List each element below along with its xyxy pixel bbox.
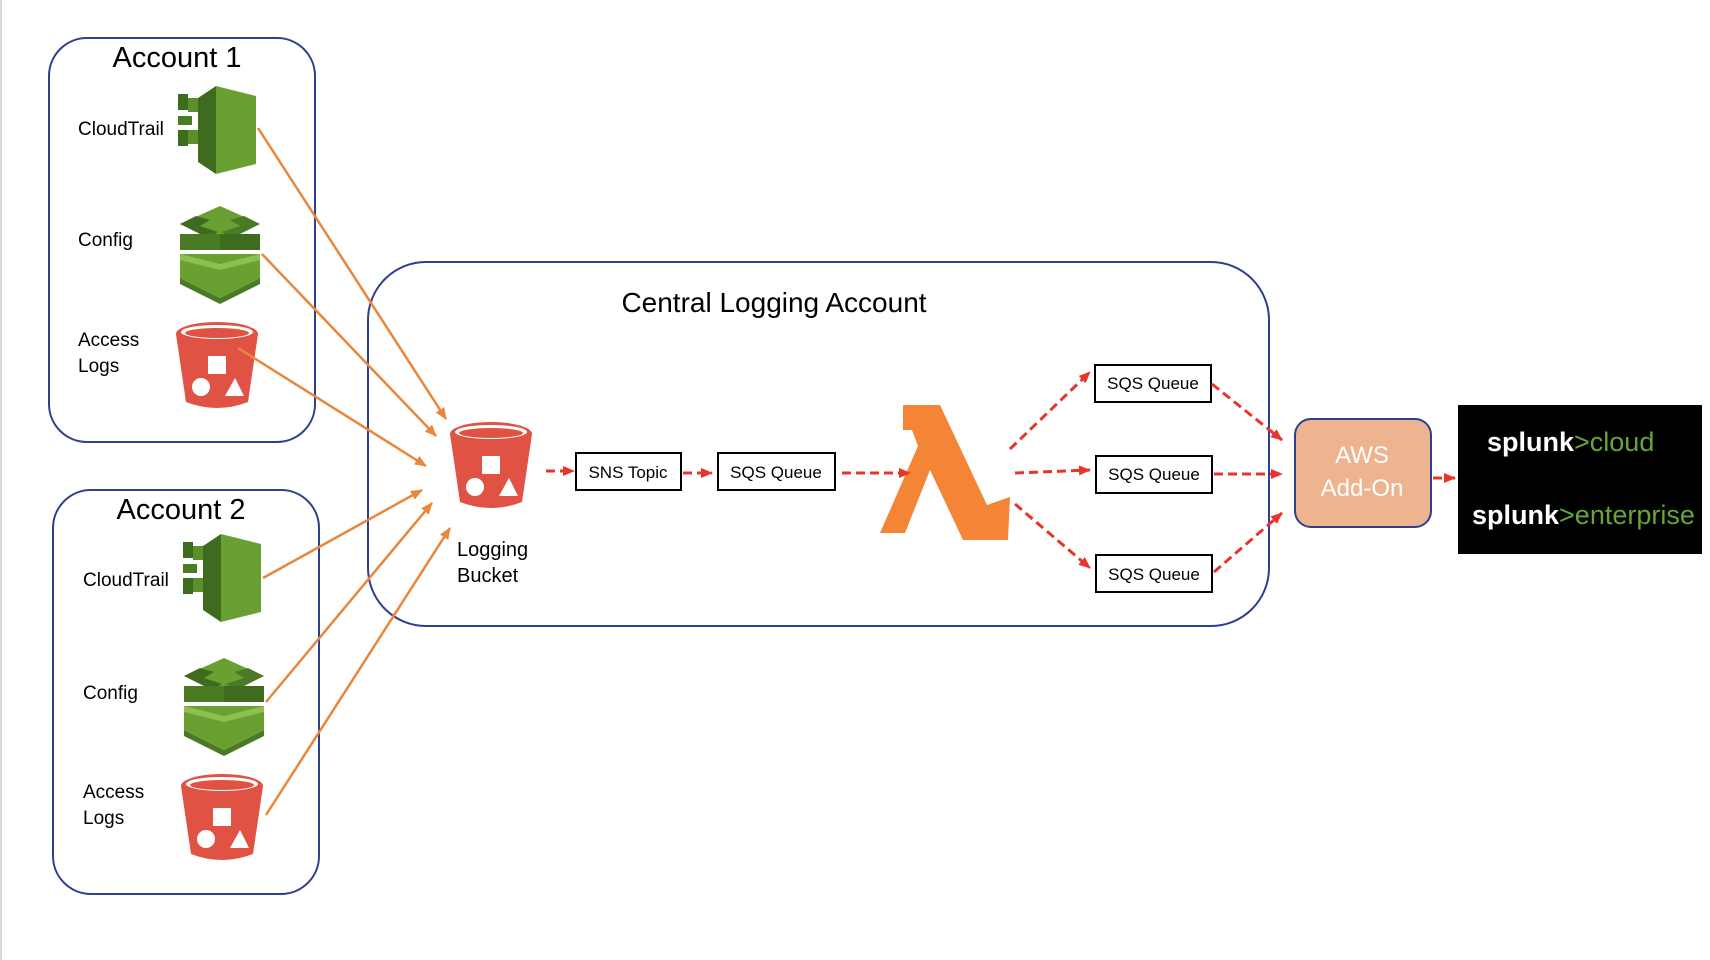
arrow-lambda-to-queue-1 bbox=[1008, 370, 1092, 451]
arrow-a2-cloudtrail-to-bucket bbox=[262, 488, 423, 580]
sns-topic-label: SNS Topic bbox=[588, 463, 668, 482]
splunk-logo-panel bbox=[1458, 405, 1702, 554]
aws-addon-label-line2: Add-On bbox=[1321, 475, 1404, 502]
arrow-a1-logs-to-bucket bbox=[237, 346, 427, 468]
arrow-queue-3-to-addon bbox=[1213, 511, 1283, 574]
account-2-title: Account 2 bbox=[117, 494, 246, 526]
splunk-cloud-logo: splunk>cloud bbox=[1487, 427, 1654, 457]
config-icon bbox=[184, 658, 264, 756]
fanout-queue-2-label: SQS Queue bbox=[1108, 465, 1200, 484]
splunk-enterprise-logo: splunk>enterprise bbox=[1472, 500, 1695, 530]
arrow-lambda-to-queue-2 bbox=[1014, 465, 1091, 476]
central-account-title: Central Logging Account bbox=[621, 287, 926, 318]
account-2-cloudtrail-label: CloudTrail bbox=[83, 570, 169, 591]
account-2-box bbox=[52, 489, 320, 895]
account-2-access-logs-label-line1: Access bbox=[83, 782, 144, 803]
fanout-queue-2-box bbox=[1095, 455, 1213, 494]
cloudtrail-icon bbox=[183, 534, 261, 622]
s3-bucket-icon bbox=[181, 774, 263, 860]
page-edge bbox=[0, 0, 2, 960]
account-1-access-logs-label-line2: Logs bbox=[78, 356, 119, 377]
config-icon bbox=[180, 206, 260, 304]
account-2-group: Account 2 CloudTrail Config Access Logs bbox=[52, 489, 320, 895]
central-account-box bbox=[367, 261, 1270, 627]
arrow-queue-1-to-addon bbox=[1211, 382, 1283, 442]
sns-topic-box bbox=[575, 452, 682, 491]
cloudtrail-icon bbox=[178, 86, 256, 174]
logging-bucket-label-line1: Logging bbox=[457, 539, 528, 561]
arrow-a1-config-to-bucket bbox=[261, 253, 437, 437]
s3-bucket-icon bbox=[176, 322, 258, 408]
sqs-queue-box bbox=[717, 452, 836, 491]
fanout-queue-1-box bbox=[1094, 364, 1212, 403]
account-1-config-label: Config bbox=[78, 230, 133, 251]
ingest-arrows bbox=[237, 127, 452, 816]
arrow-a1-cloudtrail-to-bucket bbox=[256, 127, 448, 420]
arrow-a2-logs-to-bucket bbox=[264, 527, 452, 816]
s3-bucket-icon bbox=[450, 422, 532, 508]
flow-arrows bbox=[546, 370, 1456, 574]
central-account-group: Central Logging Account Logging Bucket S… bbox=[367, 261, 1270, 627]
account-1-group: Account 1 CloudTrail Config Access Logs bbox=[48, 37, 316, 443]
fanout-queue-3-box bbox=[1095, 554, 1213, 593]
account-2-access-logs-label-line2: Logs bbox=[83, 808, 124, 829]
account-1-box bbox=[48, 37, 316, 443]
account-1-access-logs-label-line1: Access bbox=[78, 330, 139, 351]
logging-bucket-label-line2: Bucket bbox=[457, 565, 519, 587]
fanout-queue-3-label: SQS Queue bbox=[1108, 565, 1200, 584]
lambda-icon bbox=[880, 405, 1010, 540]
splunk-logos: splunk>cloud splunk>enterprise bbox=[1458, 405, 1702, 554]
aws-addon-label-line1: AWS bbox=[1335, 442, 1389, 469]
account-2-config-label: Config bbox=[83, 683, 138, 704]
arrow-a2-config-to-bucket bbox=[265, 502, 433, 703]
account-1-title: Account 1 bbox=[113, 42, 242, 74]
arrow-lambda-to-queue-3 bbox=[1014, 502, 1091, 570]
aws-addon-box bbox=[1294, 418, 1432, 528]
account-1-cloudtrail-label: CloudTrail bbox=[78, 119, 164, 140]
sqs-queue-label: SQS Queue bbox=[730, 463, 822, 482]
fanout-queue-1-label: SQS Queue bbox=[1107, 374, 1199, 393]
